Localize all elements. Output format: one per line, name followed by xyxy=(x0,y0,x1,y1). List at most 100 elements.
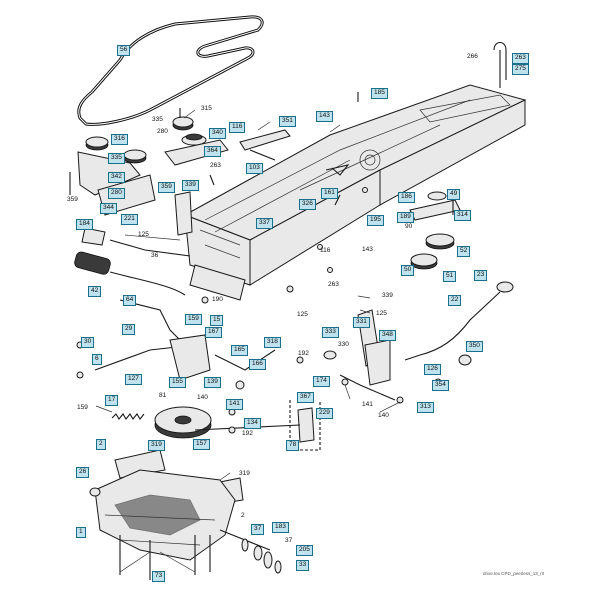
callout-125b: 125 xyxy=(297,311,308,318)
callout-73: 73 xyxy=(152,571,166,582)
axle-hardware xyxy=(219,529,282,574)
callout-342: 342 xyxy=(108,172,125,183)
callout-37: 37 xyxy=(251,524,265,535)
callout-326: 326 xyxy=(299,199,316,210)
callout-359b: 359 xyxy=(158,182,175,193)
callout-2: 2 xyxy=(96,439,106,450)
callout-127: 127 xyxy=(125,374,142,385)
spring xyxy=(111,413,145,420)
callout-331: 331 xyxy=(353,317,370,328)
callout-190: 190 xyxy=(212,296,223,303)
callout-221: 221 xyxy=(121,214,138,225)
callout-335b: 335 xyxy=(108,153,125,164)
callout-316: 316 xyxy=(111,134,128,145)
callout-51: 51 xyxy=(443,271,457,282)
callout-64: 64 xyxy=(123,295,137,306)
callout-330: 330 xyxy=(338,341,349,348)
callout-103: 103 xyxy=(246,163,263,174)
callout-192b: 192 xyxy=(242,430,253,437)
callout-351: 351 xyxy=(279,116,296,127)
callout-116: 116 xyxy=(229,122,246,133)
callout-263b: 263 xyxy=(210,162,221,169)
lift-bracket xyxy=(323,309,472,401)
pedal-rod xyxy=(94,299,276,381)
callout-165: 165 xyxy=(231,345,248,356)
callout-340: 340 xyxy=(209,128,226,139)
drive-belt xyxy=(77,15,264,126)
callout-52: 52 xyxy=(457,246,471,257)
callout-17: 17 xyxy=(105,395,119,406)
callout-23: 23 xyxy=(474,270,488,281)
callout-359: 359 xyxy=(67,196,78,203)
callout-78: 78 xyxy=(286,440,300,451)
callout-159b: 159 xyxy=(77,404,88,411)
callout-143b: 143 xyxy=(362,246,373,253)
callout-229: 229 xyxy=(316,408,333,419)
callout-319: 319 xyxy=(148,440,165,451)
callout-319b: 319 xyxy=(239,470,250,477)
callout-2b: 2 xyxy=(241,512,245,519)
callout-6: 6 xyxy=(92,354,102,365)
main-frame xyxy=(183,84,527,301)
callout-49: 49 xyxy=(447,189,461,200)
callout-125: 125 xyxy=(138,231,149,238)
callout-354: 354 xyxy=(432,380,449,391)
callout-313: 313 xyxy=(417,402,434,413)
callout-26: 26 xyxy=(76,467,90,478)
leader-lines xyxy=(95,109,401,573)
lift-rod xyxy=(404,281,514,361)
callout-140b: 140 xyxy=(378,412,389,419)
callout-157: 157 xyxy=(193,439,210,450)
callout-159: 159 xyxy=(185,314,202,325)
callout-29: 29 xyxy=(122,324,136,335)
callout-56: 56 xyxy=(117,45,131,56)
callout-263: 263 xyxy=(512,53,529,64)
callout-189: 189 xyxy=(397,212,414,223)
callout-185: 185 xyxy=(371,88,388,99)
callout-367: 367 xyxy=(297,392,314,403)
callout-337: 337 xyxy=(256,218,273,229)
callout-335: 335 xyxy=(152,116,163,123)
callout-37b: 37 xyxy=(285,537,293,544)
callout-318: 318 xyxy=(264,337,281,348)
drawing-reference-text: drive.tex CPD_peerless_13_r0 xyxy=(483,571,545,576)
callout-314: 314 xyxy=(454,210,471,221)
callout-161: 161 xyxy=(321,188,338,199)
callout-350: 350 xyxy=(466,341,483,352)
callout-141b: 141 xyxy=(362,401,373,408)
callout-15: 15 xyxy=(210,315,224,326)
callout-266: 266 xyxy=(467,53,478,60)
callout-339: 339 xyxy=(182,180,199,191)
callout-280: 280 xyxy=(157,128,168,135)
callout-42: 42 xyxy=(88,286,102,297)
steering-linkage xyxy=(74,227,191,296)
callout-195: 195 xyxy=(367,215,384,226)
callout-141: 141 xyxy=(226,399,243,410)
pulley-group-right xyxy=(409,191,461,270)
callout-33: 33 xyxy=(296,560,310,571)
belt-guide xyxy=(239,129,291,161)
callout-333: 333 xyxy=(322,327,339,338)
transaxle xyxy=(89,469,236,580)
callout-143: 143 xyxy=(316,111,333,122)
callout-126: 126 xyxy=(424,364,441,375)
callout-166: 166 xyxy=(249,359,266,370)
callout-183: 183 xyxy=(272,522,289,533)
callout-263c: 263 xyxy=(328,281,339,288)
callout-280b: 280 xyxy=(108,188,125,199)
callout-140: 140 xyxy=(197,394,208,401)
callout-36: 36 xyxy=(151,252,159,259)
callout-348: 348 xyxy=(379,330,396,341)
callout-90: 90 xyxy=(405,223,413,230)
callout-315: 315 xyxy=(201,105,212,112)
callout-364: 364 xyxy=(204,146,221,157)
callout-205: 205 xyxy=(296,545,313,556)
callout-30: 30 xyxy=(81,337,95,348)
callout-1: 1 xyxy=(76,527,86,538)
callout-116b: 116 xyxy=(320,247,331,254)
misc-hardware xyxy=(76,41,507,434)
callout-155: 155 xyxy=(169,377,186,388)
callout-339b: 339 xyxy=(382,292,393,299)
callout-344: 344 xyxy=(100,203,117,214)
